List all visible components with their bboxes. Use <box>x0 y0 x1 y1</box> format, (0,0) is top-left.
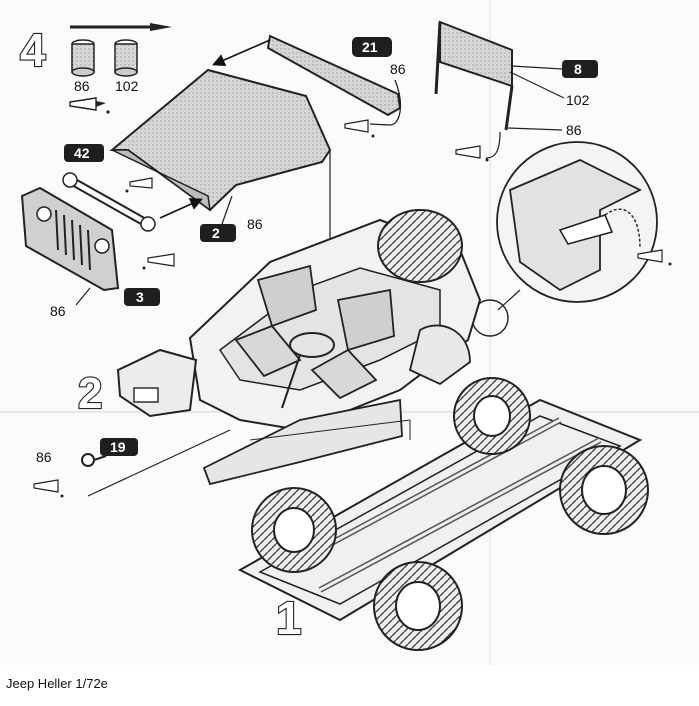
instruction-sheet: 4 86 102 21 86 2 86 4 <box>0 0 699 665</box>
wheel <box>251 487 337 573</box>
bonnet-part <box>109 68 332 212</box>
part-number-19: 19 <box>110 439 126 455</box>
paint-brush-icon <box>70 23 172 31</box>
grille-part <box>20 186 120 292</box>
jeep-body <box>188 209 482 432</box>
part-number-badge <box>352 37 392 57</box>
part-number-42: 42 <box>74 145 90 161</box>
glue-tube-icon <box>142 253 175 270</box>
part-number-badge <box>64 144 104 162</box>
paint-code-label: 86 <box>74 78 90 94</box>
image-caption: Jeep Heller 1/72e <box>6 676 108 691</box>
glue-tube-icon <box>69 97 110 114</box>
step-number-1: 1 <box>276 592 302 644</box>
step-number-2: 2 <box>78 369 102 418</box>
glue-tube-icon <box>33 479 64 498</box>
part-number-21: 21 <box>362 39 378 55</box>
part-number-8: 8 <box>574 61 582 77</box>
paint-callout: 86 <box>50 303 66 319</box>
paint-pot-icon <box>71 39 95 77</box>
part-number-2: 2 <box>212 225 220 241</box>
wheel <box>373 561 463 651</box>
part-number-badge <box>562 60 598 78</box>
steering-column-part <box>81 453 107 467</box>
dashboard-part <box>116 348 198 418</box>
glue-tube-icon <box>344 119 375 138</box>
step-number-4: 4 <box>20 24 46 76</box>
paint-callout: 86 <box>36 449 52 465</box>
chassis-frame <box>237 398 643 622</box>
paint-callout: 86 <box>247 216 263 232</box>
glue-tube-icon <box>637 249 672 266</box>
paint-pot-icon <box>114 39 138 77</box>
part-number-badge <box>124 288 160 306</box>
paint-callout: 102 <box>566 92 590 108</box>
detail-magnifier <box>496 141 672 303</box>
floor-part <box>202 398 403 486</box>
wheel <box>453 377 531 455</box>
glue-tube-icon <box>455 145 489 162</box>
paint-callout: 86 <box>566 122 582 138</box>
part-number-badge <box>100 438 138 456</box>
wheel <box>559 445 649 535</box>
part-number-badge <box>200 224 236 242</box>
grille-bar-part <box>62 172 156 232</box>
part-number-3: 3 <box>136 289 144 305</box>
windshield-part <box>434 20 514 131</box>
assembly-diagram: 4 86 102 21 86 2 86 4 <box>0 0 699 665</box>
glue-tube-icon <box>125 177 153 193</box>
paint-callout: 86 <box>390 61 406 77</box>
paint-code-label: 102 <box>115 78 139 94</box>
hood-part <box>266 34 402 117</box>
